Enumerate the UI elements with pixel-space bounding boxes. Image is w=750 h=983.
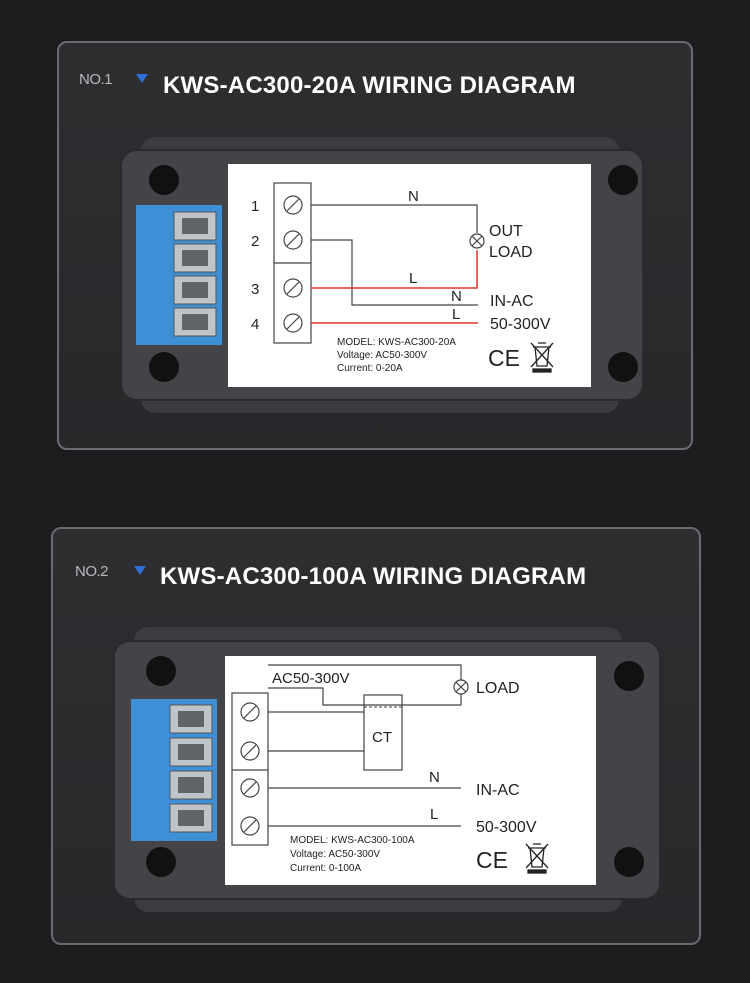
mount-hole-icon [149,352,179,382]
ct-label: CT [372,729,392,746]
panel-title: KWS-AC300-100A WIRING DIAGRAM [160,563,587,590]
voltage-text: Voltage: AC50-300V [337,350,427,361]
voltage-text: Voltage: AC50-300V [290,849,380,860]
wire-label: L [409,270,417,287]
model-text: MODEL: KWS-AC300-100A [290,835,415,846]
out-label: OUT [489,223,523,240]
wire-label: N [451,288,462,305]
wiring-label [228,164,591,387]
wire-label: L [430,806,438,823]
terminal-number: 4 [251,316,259,333]
load-label: LOAD [476,680,520,697]
current-text: Current: 0-20A [337,363,403,374]
panel-number: NO.2 [75,563,109,580]
current-text: Current: 0-100A [290,863,361,874]
wiring-label [225,656,596,885]
lamp-icon [453,679,469,695]
mount-hole-icon [614,847,644,877]
load-label: LOAD [489,244,533,261]
panel-title: KWS-AC300-20A WIRING DIAGRAM [163,72,576,99]
voltage-range-label: 50-300V [490,316,551,333]
panel-number: NO.1 [79,71,113,88]
lamp-icon [469,233,485,249]
voltage-range-label: 50-300V [476,819,537,836]
wire-label: N [429,769,440,786]
mount-hole-icon [149,165,179,195]
model-text: MODEL: KWS-AC300-20A [337,337,456,348]
triangle-marker-icon [136,74,148,83]
weee-bin-icon [525,843,549,874]
ce-mark-icon: CE [476,847,508,873]
terminal-number: 3 [251,281,259,298]
ce-mark-icon: CE [488,345,520,371]
mount-hole-icon [608,165,638,195]
mount-hole-icon [146,847,176,877]
terminal-number: 1 [251,198,259,215]
mount-hole-icon [146,656,176,686]
in-ac-label: IN-AC [476,782,520,799]
triangle-marker-icon [134,566,146,575]
terminal-screws [173,211,217,337]
terminal-screws [169,704,213,833]
source-label: AC50-300V [272,670,350,687]
wire-label: N [408,188,419,205]
in-ac-label: IN-AC [490,293,534,310]
wire-label: L [452,306,460,323]
terminal-number: 2 [251,233,259,250]
weee-bin-icon [530,342,554,373]
ct-box [363,694,403,771]
mount-hole-icon [614,661,644,691]
mount-hole-icon [608,352,638,382]
